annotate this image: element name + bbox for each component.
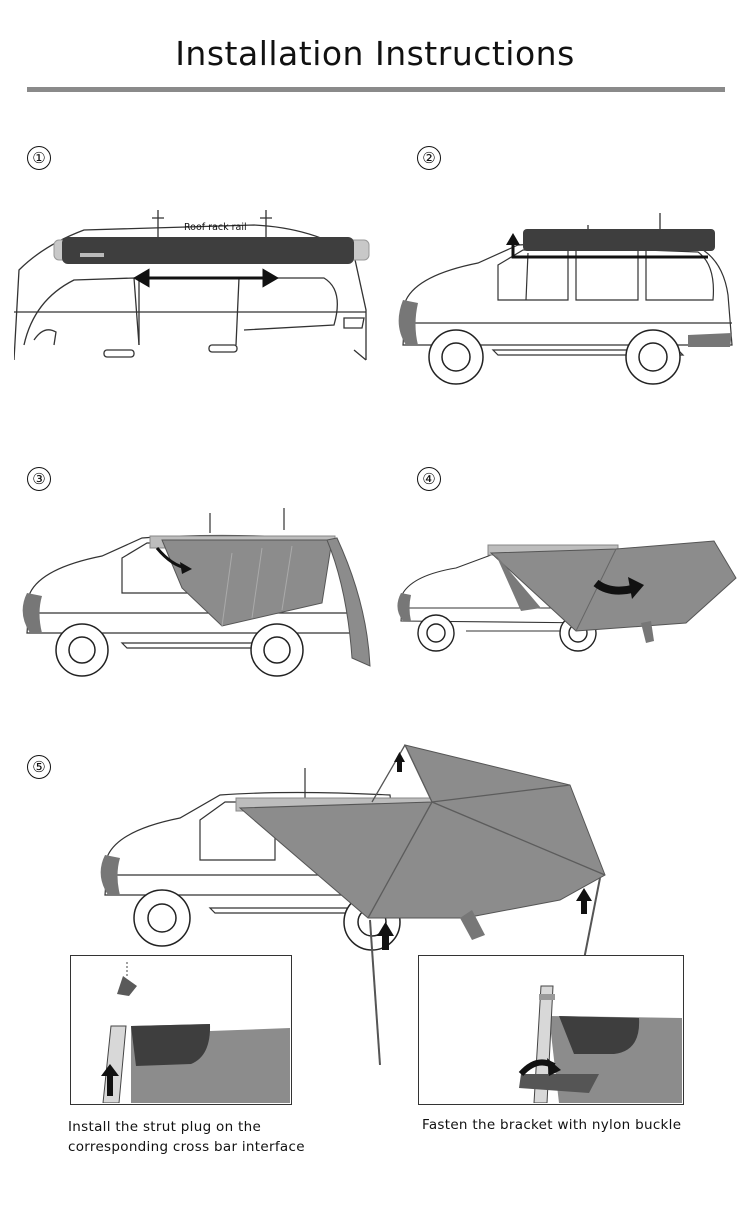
roof-rack-rail-label: Roof rack rail bbox=[184, 222, 247, 233]
detail-bracket-caption: Fasten the bracket with nylon buckle bbox=[422, 1117, 682, 1133]
title-divider bbox=[27, 87, 725, 92]
step-3-illustration bbox=[22, 508, 377, 683]
step-5-number: ⑤ bbox=[27, 755, 51, 779]
step-5-illustration bbox=[100, 740, 620, 1065]
step-1-illustration: Roof rack rail bbox=[14, 200, 374, 365]
step-4-number: ④ bbox=[417, 467, 441, 491]
detail-bracket-illustration bbox=[418, 955, 684, 1105]
step-1-number: ① bbox=[27, 146, 51, 170]
step-2-illustration bbox=[398, 205, 738, 390]
detail-strut-plug-caption-line-2: corresponding cross bar interface bbox=[68, 1139, 305, 1155]
detail-strut-plug-illustration bbox=[70, 955, 292, 1105]
step-4-illustration bbox=[396, 533, 741, 653]
page-title: Installation Instructions bbox=[175, 34, 575, 73]
step-3-number: ③ bbox=[27, 467, 51, 491]
detail-strut-plug-caption-line-1: Install the strut plug on the bbox=[68, 1119, 262, 1135]
step-2-number: ② bbox=[417, 146, 441, 170]
detail-strut-plug-caption: Install the strut plug on the correspond… bbox=[68, 1117, 305, 1157]
